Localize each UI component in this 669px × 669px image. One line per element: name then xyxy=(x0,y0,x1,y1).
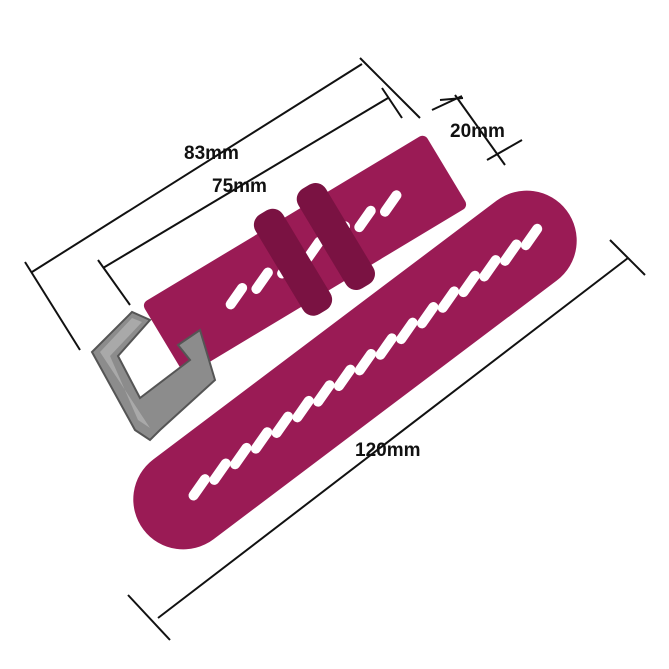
label-120mm: 120mm xyxy=(355,440,421,461)
strap-hole xyxy=(292,395,314,423)
strap-hole xyxy=(225,283,248,310)
dimension-line-75mm xyxy=(102,97,389,269)
label-20mm: 20mm xyxy=(450,121,505,142)
label-83mm: 83mm xyxy=(184,143,239,164)
strap-hole xyxy=(250,427,273,454)
strap-hole xyxy=(396,317,418,345)
dimension-line-120mm xyxy=(157,257,629,619)
label-75mm: 75mm xyxy=(212,176,267,197)
buckle xyxy=(90,310,217,442)
strap-hole xyxy=(458,270,480,298)
strap-hole xyxy=(230,442,252,470)
strap-hole xyxy=(313,380,335,407)
strap-hole xyxy=(479,255,501,282)
short-strap xyxy=(143,135,467,375)
dimension-line-83mm xyxy=(31,63,363,273)
strap-hole xyxy=(499,239,522,266)
strap-hole xyxy=(251,267,273,294)
keeper-loop xyxy=(296,182,375,290)
strap-hole xyxy=(416,302,439,329)
dimension-lines xyxy=(24,57,646,641)
strap-hole xyxy=(520,223,543,251)
strap-hole xyxy=(209,458,231,485)
strap-hole xyxy=(437,286,460,313)
strap-hole xyxy=(354,205,376,233)
strap-hole xyxy=(333,364,356,392)
strap-hole xyxy=(302,236,325,264)
long-strap xyxy=(133,190,577,550)
strap-hole xyxy=(379,190,402,217)
keeper-loop xyxy=(253,208,333,316)
strap-hole xyxy=(188,474,211,501)
strap-hole xyxy=(354,348,377,376)
strap-hole xyxy=(375,333,397,360)
strap-hole xyxy=(271,411,294,438)
